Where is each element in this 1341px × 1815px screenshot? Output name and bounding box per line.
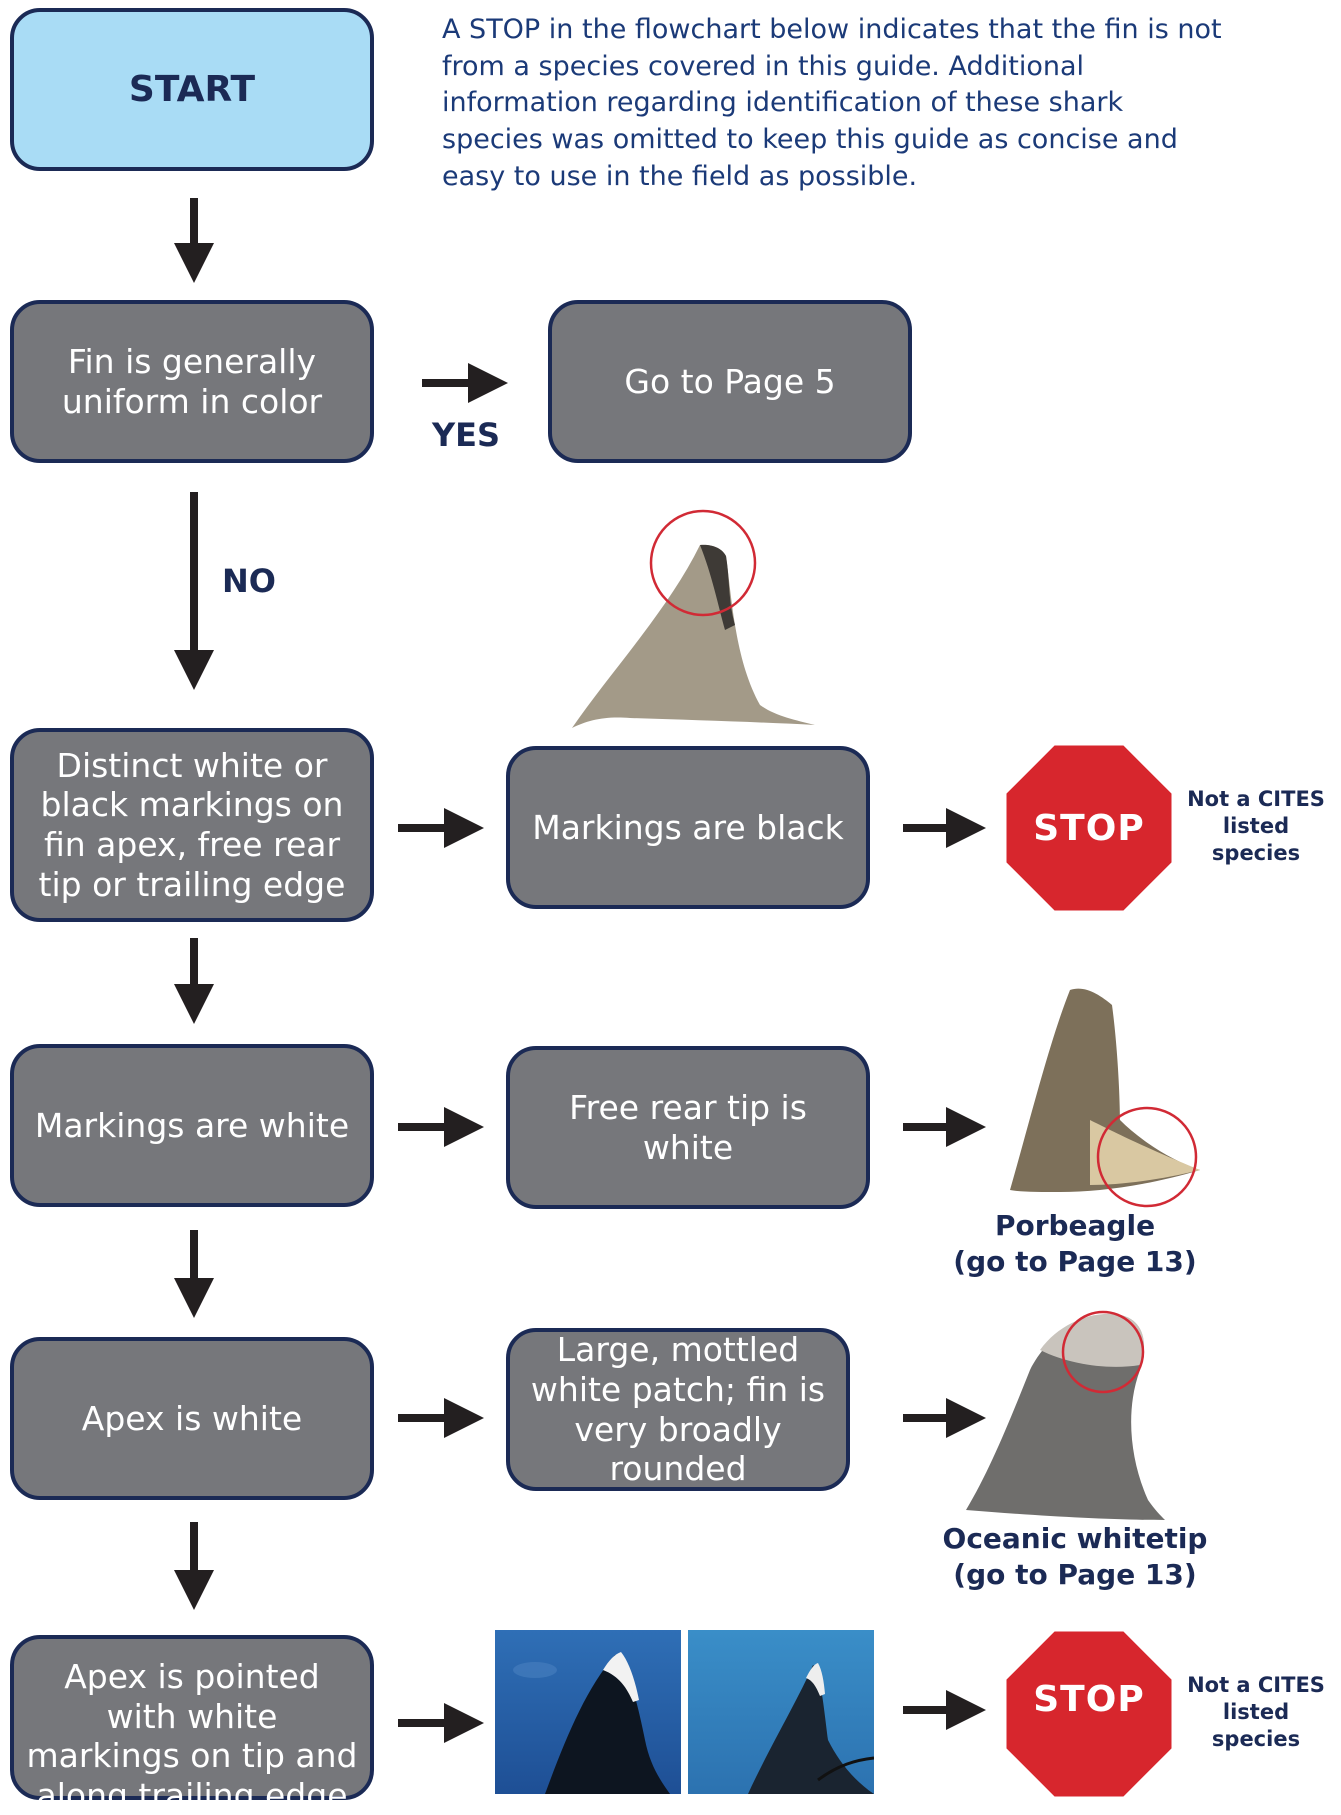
porbeagle-name: Porbeagle — [994, 1209, 1156, 1242]
stop-text: STOP — [1033, 1678, 1145, 1720]
stop-octagon-icon — [1005, 744, 1173, 912]
stop-text: STOP — [1033, 807, 1145, 849]
stop-sign-2: STOP — [1005, 1630, 1173, 1798]
mottled-patch-node: Large, mottled white patch; fin is very … — [506, 1328, 850, 1491]
highlight-circle — [1096, 1106, 1198, 1208]
go-to-page-5-node: Go to Page 5 — [548, 300, 912, 463]
not-cites-note-2: Not a CITES listed species — [1187, 1673, 1325, 1751]
fin-photo-left — [495, 1630, 681, 1794]
markings-black-node: Markings are black — [506, 746, 870, 909]
yes-label: YES — [432, 416, 501, 454]
highlight-circle — [649, 509, 757, 617]
intro-text: A STOP in the flowchart below indicates … — [442, 14, 1222, 192]
highlight-circle — [1061, 1310, 1145, 1394]
distinct-markings-node: Distinct white or black markings on fin … — [10, 728, 374, 922]
fin-photo-right — [688, 1630, 874, 1794]
uniform-color-node: Fin is generally uniform in color — [10, 300, 374, 463]
start-node: START — [10, 8, 374, 171]
oceanic-caption: Oceanic whitetip (go to Page 13) — [925, 1521, 1225, 1594]
stop-octagon-icon — [1005, 1630, 1173, 1798]
porbeagle-caption: Porbeagle (go to Page 13) — [925, 1208, 1225, 1281]
oceanic-name: Oceanic whitetip — [942, 1522, 1208, 1555]
stop-sign-1: STOP — [1005, 744, 1173, 912]
markings-white-node: Markings are white — [10, 1044, 374, 1207]
apex-white-node: Apex is white — [10, 1337, 374, 1500]
rear-tip-white-node: Free rear tip is white — [506, 1046, 870, 1209]
not-cites-note-1: Not a CITES listed species — [1187, 787, 1325, 865]
oceanic-page: (go to Page 13) — [953, 1558, 1197, 1592]
no-label: NO — [222, 562, 276, 600]
porbeagle-page: (go to Page 13) — [953, 1245, 1197, 1279]
